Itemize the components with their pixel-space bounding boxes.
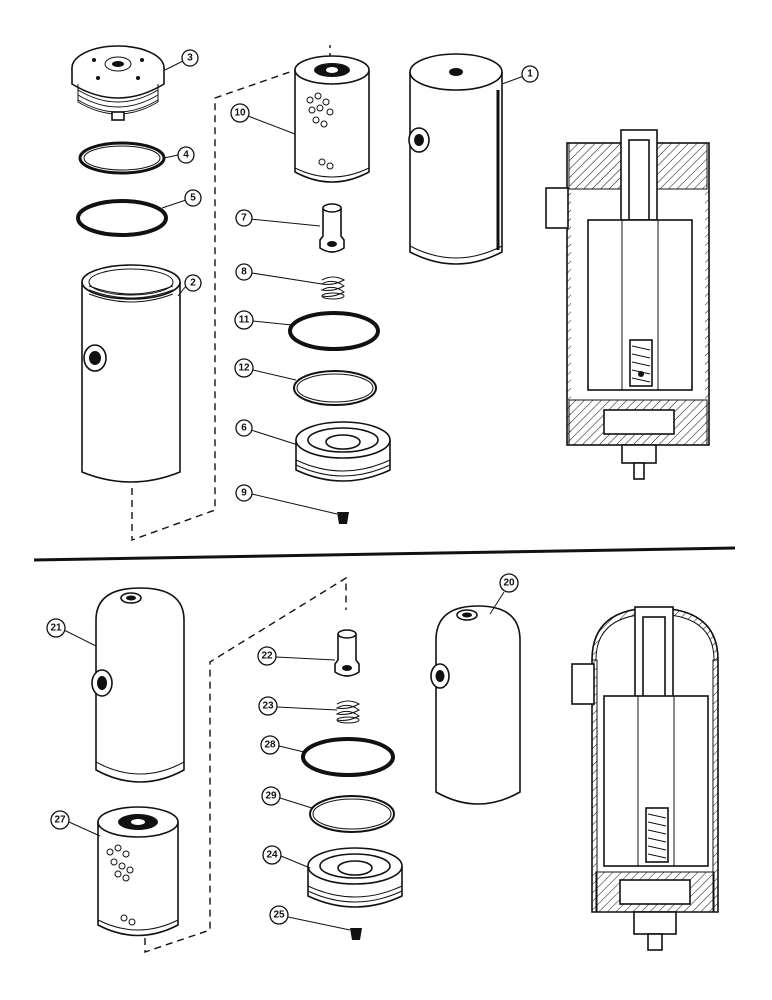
part-5-o-ring: [76, 199, 168, 237]
part-20-dome-housing: [430, 605, 521, 805]
svg-text:3: 3: [187, 53, 193, 64]
part-6-base: [295, 421, 391, 482]
part-22-valve-tube: [334, 629, 360, 677]
part-23-spring: [335, 700, 361, 724]
part-11-o-ring: [288, 311, 380, 351]
callout-27: 27: [50, 810, 101, 837]
callout-8: 8: [235, 263, 323, 285]
part-12-ring: [293, 370, 377, 406]
part-25-plug: [350, 928, 362, 940]
svg-text:9: 9: [241, 488, 247, 499]
lower-cutaway-view: [571, 606, 719, 951]
svg-text:11: 11: [239, 315, 250, 326]
svg-text:25: 25: [273, 910, 285, 921]
callout-28: 28: [260, 735, 305, 755]
svg-text:21: 21: [50, 623, 62, 634]
part-4-ring: [78, 141, 166, 175]
svg-text:28: 28: [264, 740, 276, 751]
svg-text:10: 10: [234, 108, 246, 119]
callout-12: 12: [234, 358, 297, 381]
part-3-head-cap: [71, 45, 165, 121]
part-29-ring: [309, 795, 395, 833]
svg-text:12: 12: [238, 363, 250, 374]
callout-20: 20: [489, 573, 519, 615]
part-2-filter-bowl: [81, 264, 181, 483]
callout-29: 29: [261, 786, 313, 809]
svg-text:23: 23: [262, 701, 274, 712]
svg-text:1: 1: [527, 69, 533, 80]
callout-21: 21: [46, 618, 97, 647]
callout-22: 22: [257, 646, 336, 666]
callout-10: 10: [230, 103, 296, 135]
callout-3: 3: [164, 49, 199, 71]
svg-text:22: 22: [261, 651, 273, 662]
svg-text:6: 6: [241, 423, 247, 434]
svg-text:7: 7: [241, 213, 247, 224]
callout-4: 4: [163, 146, 195, 164]
svg-text:4: 4: [183, 150, 189, 161]
part-24-base: [307, 847, 403, 908]
part-10-filter-element: [294, 55, 370, 183]
part-9-plug: [337, 512, 349, 524]
callout-11: 11: [234, 310, 293, 330]
lower-assembly-dashed-line: [144, 576, 347, 953]
svg-text:5: 5: [190, 193, 196, 204]
svg-text:2: 2: [190, 278, 196, 289]
callout-23: 23: [258, 696, 338, 716]
part-21-dome-housing: [91, 587, 185, 783]
callout-25: 25: [269, 905, 351, 931]
part-8-spring: [320, 276, 346, 300]
part-1-filter-housing: [408, 53, 503, 265]
section-divider: [33, 546, 736, 562]
svg-text:27: 27: [54, 815, 66, 826]
upper-cutaway-view: [545, 129, 710, 480]
callout-6: 6: [235, 419, 299, 446]
callout-7: 7: [235, 209, 321, 227]
svg-text:24: 24: [266, 850, 278, 861]
callout-1: 1: [501, 65, 539, 85]
upper-assembly: 3 4 5 2 10 1 7: [71, 45, 710, 541]
part-7-valve-tube: [319, 203, 345, 253]
callout-9: 9: [235, 484, 338, 515]
lower-assembly: 21 20 27 22 23 28 29: [46, 573, 719, 953]
callout-24: 24: [262, 845, 311, 869]
callout-2: 2: [177, 274, 202, 297]
svg-text:20: 20: [503, 578, 515, 589]
svg-text:8: 8: [241, 267, 247, 278]
part-27-filter-element: [97, 806, 179, 937]
callout-5: 5: [161, 189, 202, 209]
part-28-o-ring: [301, 737, 395, 777]
svg-text:29: 29: [265, 791, 277, 802]
